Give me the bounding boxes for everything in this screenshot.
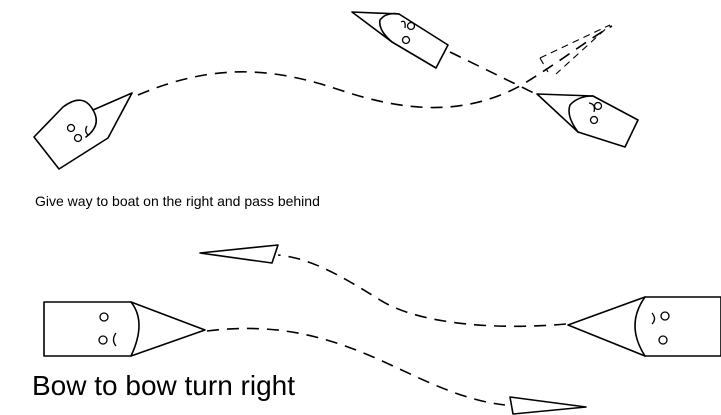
arrow-left-boat-destination bbox=[509, 396, 587, 415]
path-give-way bbox=[137, 25, 613, 109]
boat-stand-on bbox=[351, 11, 449, 69]
caption-crossing: Give way to boat on the right and pass b… bbox=[35, 193, 320, 209]
scenario-crossing bbox=[33, 11, 639, 170]
scenario-head-on bbox=[43, 244, 721, 415]
arrow-right-boat-destination bbox=[199, 244, 279, 264]
path-left-boat bbox=[206, 327, 506, 406]
boat-stand-on-later bbox=[536, 93, 639, 148]
boat-right-head-on bbox=[567, 296, 721, 357]
caption-head-on: Bow to bow turn right bbox=[32, 370, 296, 401]
path-right-boat bbox=[277, 254, 567, 328]
path-stand-on bbox=[449, 51, 541, 97]
boat-left-head-on bbox=[43, 301, 206, 357]
boat-give-way bbox=[33, 92, 133, 170]
arrow-give-way-destination bbox=[539, 24, 611, 75]
